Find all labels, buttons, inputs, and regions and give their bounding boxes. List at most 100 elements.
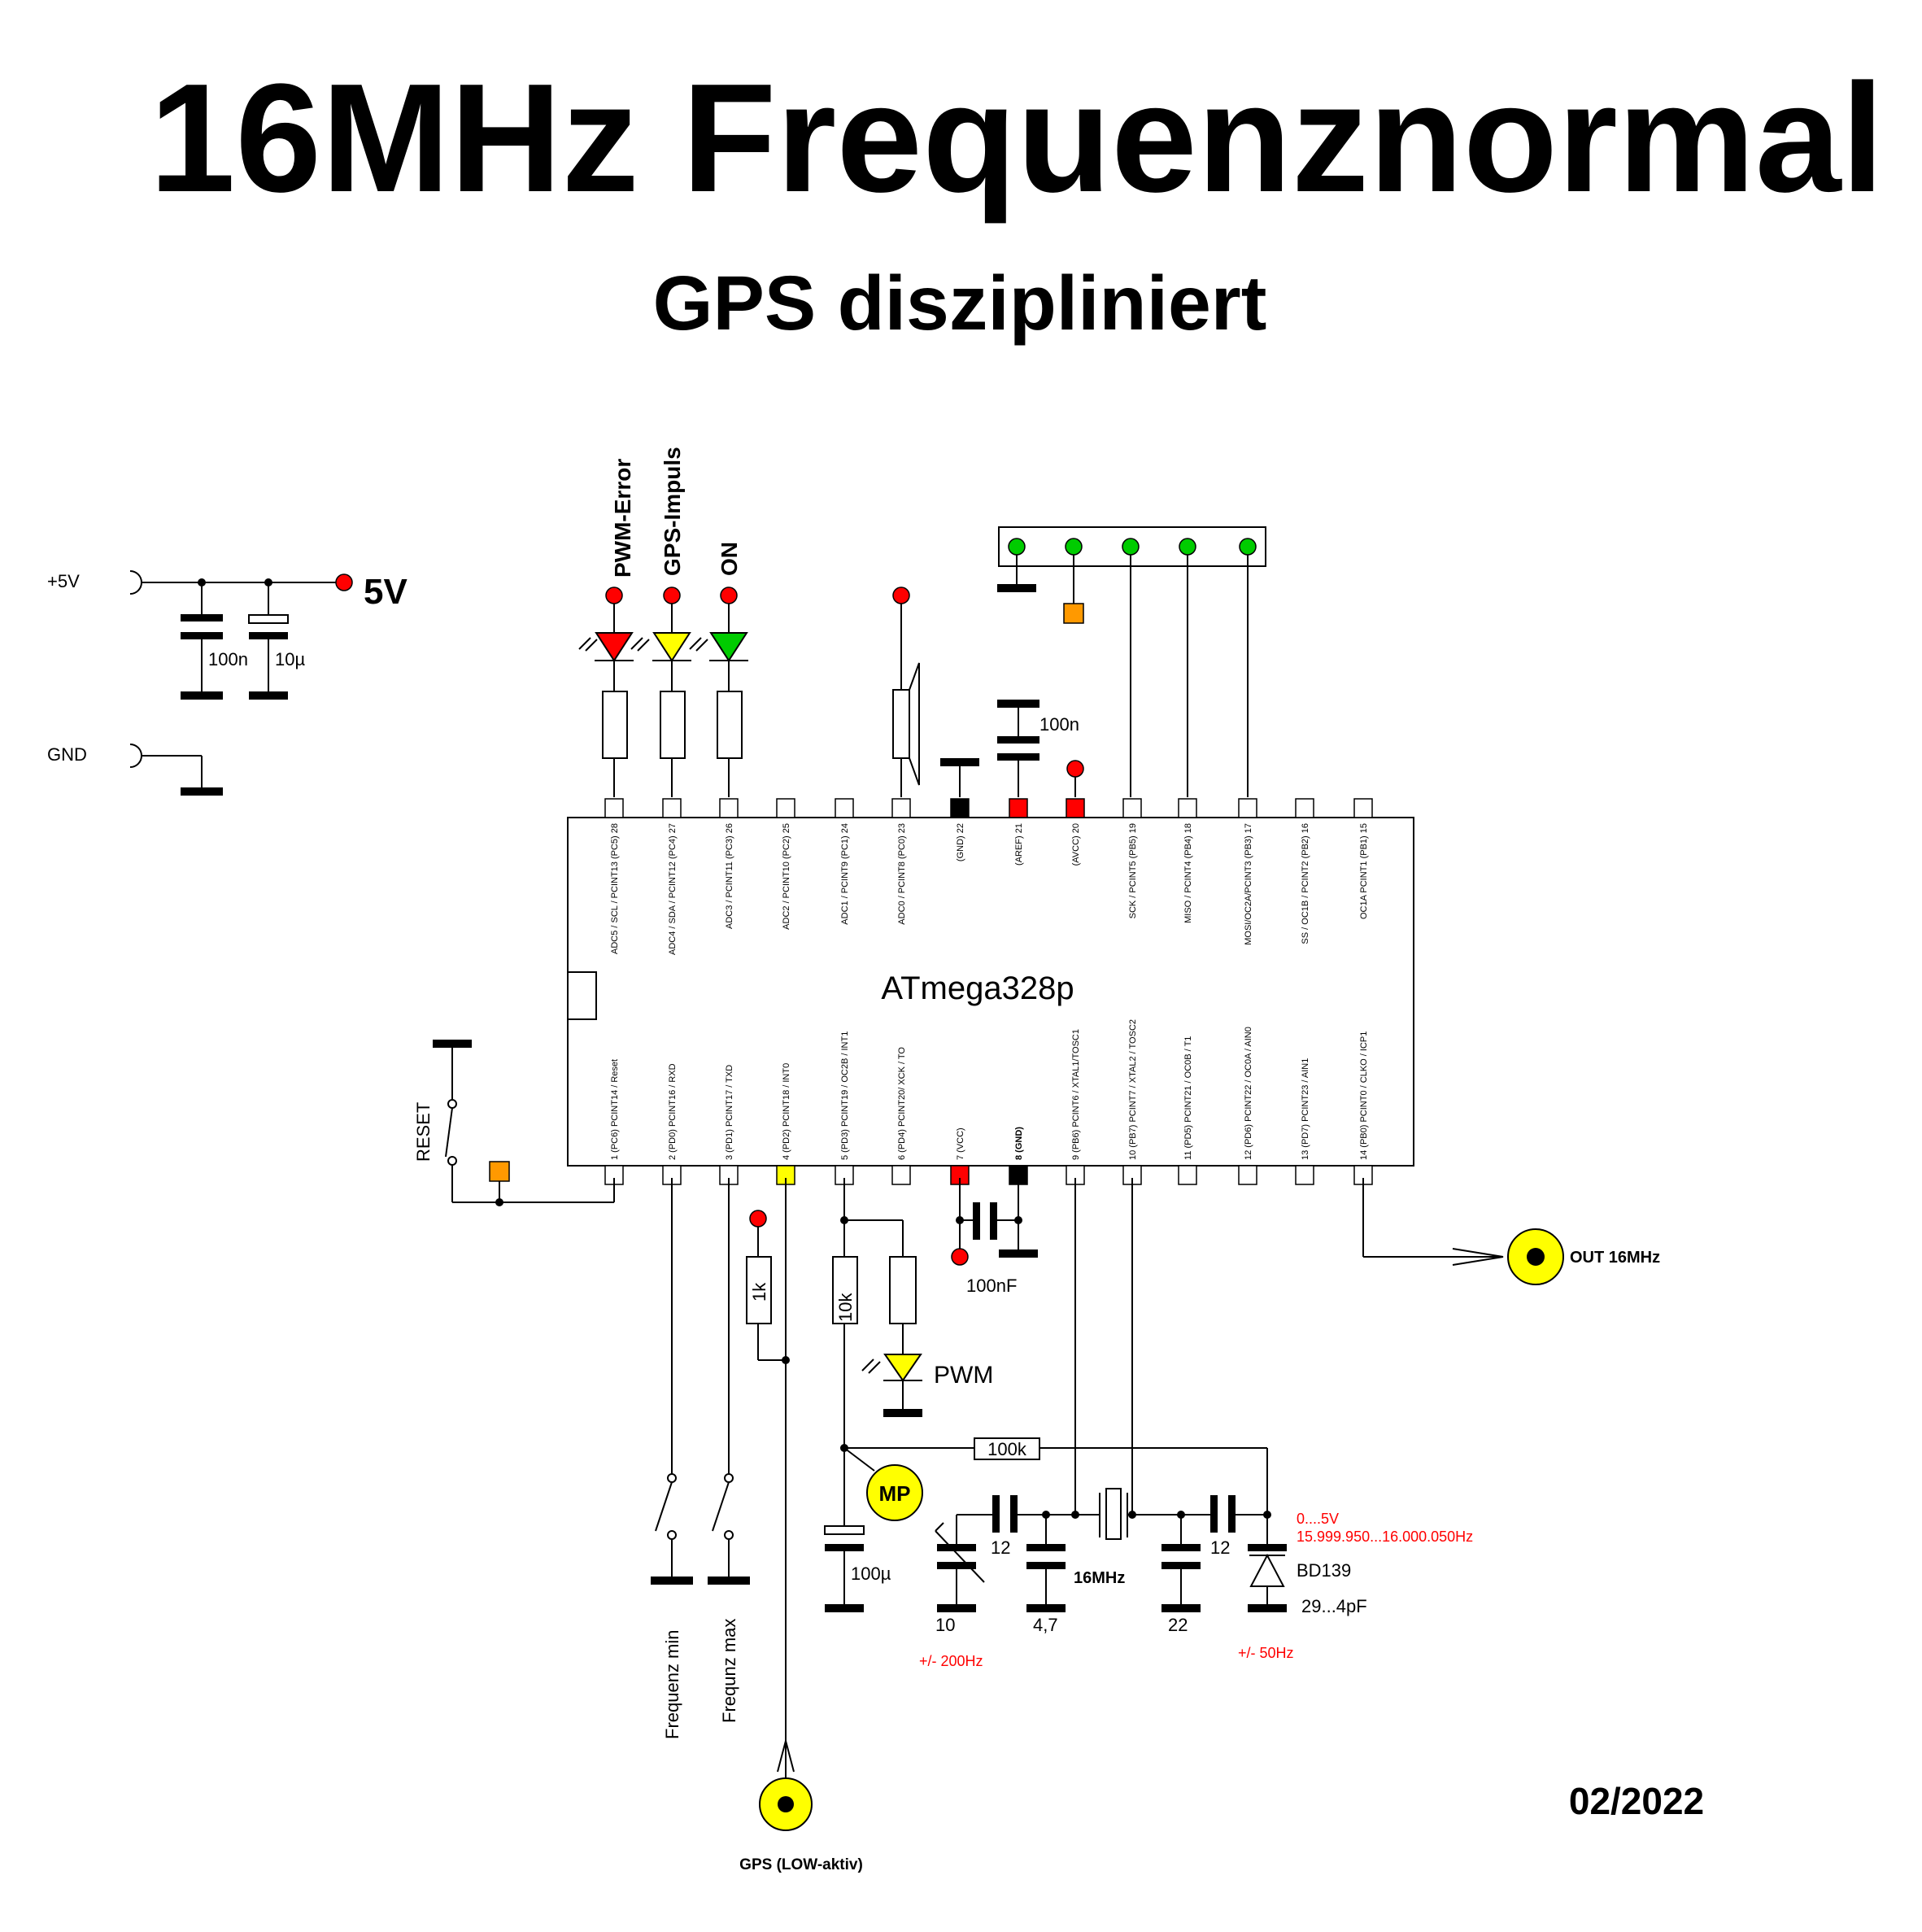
led-gps-impuls-label: GPS-Impuls [660, 447, 685, 576]
chip-bottom-pin-label: 3 (PD1) PCINT17 / TXD [725, 1065, 734, 1160]
chip-bottom-pin-label: 1 (PC6) PCINT14 / Reset [610, 1059, 620, 1160]
reset-section: RESET [413, 1040, 615, 1206]
varicap-range-label: 29...4pF [1301, 1596, 1367, 1616]
r-1k-label: 1k [749, 1282, 769, 1302]
chip-top-pin [1009, 798, 1028, 818]
chip-bottom-pin-label: 14 (PB0) PCINT0 / CLKO / ICP1 [1359, 1031, 1369, 1160]
chip-top-pin [1238, 798, 1257, 818]
chip-top-pin-label: (AREF) 21 [1014, 823, 1024, 866]
chip-top-pin [719, 798, 739, 818]
led-pwm-error-label: PWM-Error [610, 459, 635, 578]
chip-bottom-pin-label: 13 (PD7) PCINT23 / AIN1 [1301, 1058, 1310, 1160]
chip-top-pin-label: ADC4 / SDA / PCINT12 (PC4) 27 [668, 823, 678, 955]
vcc-label: +5V [47, 571, 80, 591]
measure-point [866, 1464, 923, 1521]
bd139-label: BD139 [1297, 1560, 1351, 1581]
chip-top-pin-label: ADC1 / PCINT9 (PC1) 24 [840, 823, 850, 925]
chip-top-pin [835, 798, 854, 818]
tune-voltage-label: 0....5V [1297, 1511, 1339, 1527]
chip-top-pin-label: ADC2 / PCINT10 (PC2) 25 [782, 823, 791, 930]
frequency-buttons: Frequenz min Frequnz max [651, 1178, 750, 1739]
crystal-label: 16MHz [1074, 1569, 1125, 1587]
chip-top-pin-label: MOSI/OC2A/PCINT3 (PB3) 17 [1244, 823, 1253, 945]
chip-bottom-pin-label: 9 (PB6) PCINT6 / XTAL1/TOSC1 [1071, 1029, 1081, 1160]
chip-top-pin [1295, 798, 1314, 818]
out-label: OUT 16MHz [1570, 1249, 1660, 1267]
led-pwm [883, 1354, 922, 1382]
chip-bottom-pin-label: 11 (PD5) PCINT21 / OC0B / T1 [1183, 1036, 1193, 1160]
led-on-label: ON [717, 542, 742, 576]
led-yellow [652, 632, 691, 662]
oscillator-section: 16MHz 10 12 +/- 200Hz 4,7 22 12 [919, 1178, 1473, 1669]
chip-bottom-pin-label: 5 (PD3) PCINT19 / OC2B / INT1 [840, 1031, 850, 1160]
chip-top-pin-label: ADC0 / PCINT8 (PC0) 23 [897, 823, 907, 925]
chip-top-pin-label: SS / OC1B / PCINT2 (PB2) 16 [1301, 823, 1310, 944]
page-title: 16MHz Frequenznormal [150, 52, 1885, 225]
c22-label: 22 [1168, 1615, 1188, 1635]
led-red [595, 632, 634, 662]
gnd-label: GND [47, 744, 87, 765]
chip-bottom-pin [1178, 1165, 1197, 1185]
rail-label: 5V [364, 572, 407, 612]
led-pwm-label: PWM [934, 1362, 993, 1389]
chip-bottom-pin-label: 2 (PD0) PCINT16 / RXD [668, 1063, 678, 1160]
mp-label: MP [879, 1481, 911, 1506]
atmega328p-chip: ATmega328p ADC5 / SCL / PCINT13 (PC5) 28… [567, 798, 1414, 1185]
chip-top-pin-label: MISO / PCINT4 (PB4) 18 [1183, 823, 1193, 923]
gps-input: 1k GPS (LOW-aktiv) [739, 1178, 863, 1873]
chip-top-pin-label: (AVCC) 20 [1071, 823, 1081, 866]
chip-top-pin [1122, 798, 1142, 818]
chip-top-pin [1178, 798, 1197, 818]
chip-top-pin [891, 798, 911, 818]
chip-top-pin [662, 798, 682, 818]
chip-bottom-pin-label: 4 (PD2) PCINT18 / INT0 [782, 1063, 791, 1160]
reset-label: RESET [413, 1102, 434, 1162]
chip-bottom-pin [1295, 1165, 1314, 1185]
chip-bottom-pin [891, 1165, 911, 1185]
chip-top-pin [950, 798, 970, 818]
chip-bottom-pin-label: 12 (PD6) PCINT22 / OC0A / AIN0 [1244, 1027, 1253, 1160]
cap-aref-label: 100n [1039, 714, 1079, 735]
chip-top-pin [776, 798, 795, 818]
chip-bottom-pin-label: 7 (VCC) [956, 1127, 965, 1160]
chip-bottom-pin [1238, 1165, 1257, 1185]
chip-name: ATmega328p [881, 970, 1074, 1006]
freq-min-label: Frequenz min [662, 1629, 682, 1739]
chip-top-pin [1353, 798, 1373, 818]
chip-bottom-pin-label: 6 (PD4) PCINT20/ XCK / TO [897, 1047, 907, 1160]
vcc-decoupling: 100nF [951, 1178, 1038, 1296]
c12a-label: 12 [991, 1537, 1010, 1558]
cap-100u-label: 100µ [851, 1563, 891, 1584]
cap-100n-label: 100n [208, 649, 248, 669]
c47-label: 4,7 [1033, 1615, 1058, 1635]
chip-bottom-pin-label: 8 (GND) [1014, 1127, 1024, 1160]
gps-input-label: GPS (LOW-aktiv) [739, 1856, 863, 1873]
chip-top-pin [604, 798, 624, 818]
vari-range-label: +/- 50Hz [1238, 1645, 1294, 1661]
pwm-section: 10k PWM 100µ 100k MP [824, 1178, 1268, 1612]
chip-top-pin-label: (GND) 22 [956, 823, 965, 861]
isp-header [997, 526, 1266, 797]
trim-range-label: +/- 200Hz [919, 1653, 983, 1669]
c10-label: 10 [935, 1615, 955, 1635]
chip-top-pin-label: OC1A PCINT1 (PB1) 15 [1359, 823, 1369, 919]
page-subtitle: GPS diszipliniert [653, 260, 1267, 347]
c12b-label: 12 [1210, 1537, 1230, 1558]
chip-top-pins: ADC5 / SCL / PCINT13 (PC5) 28 ADC4 / SDA … [604, 798, 1373, 955]
chip-top-pin-label: SCK / PCINT5 (PB5) 19 [1128, 823, 1138, 918]
date-label: 02/2022 [1569, 1780, 1704, 1822]
output-section: OUT 16MHz [1362, 1178, 1660, 1285]
led-section: PWM-Error GPS-Impuls ON [578, 447, 920, 797]
freq-range-label: 15.999.950...16.000.050Hz [1297, 1529, 1473, 1545]
power-section: +5V 5V 100n 10µ GND [47, 570, 407, 796]
chip-bottom-pin-label: 10 (PB7) PCINT7 / XTAL2 / TOSC2 [1128, 1019, 1138, 1160]
chip-top-pin [1066, 798, 1085, 818]
chip-top-pin-label: ADC5 / SCL / PCINT13 (PC5) 28 [610, 823, 620, 954]
led-green [709, 632, 748, 662]
r-100k-label: 100k [987, 1439, 1027, 1459]
freq-max-label: Frequnz max [719, 1619, 739, 1723]
chip-top-pin-label: ADC3 / PCINT11 (PC3) 26 [725, 823, 734, 929]
cap-10u-label: 10µ [275, 649, 305, 669]
r-10k-label: 10k [835, 1293, 856, 1322]
